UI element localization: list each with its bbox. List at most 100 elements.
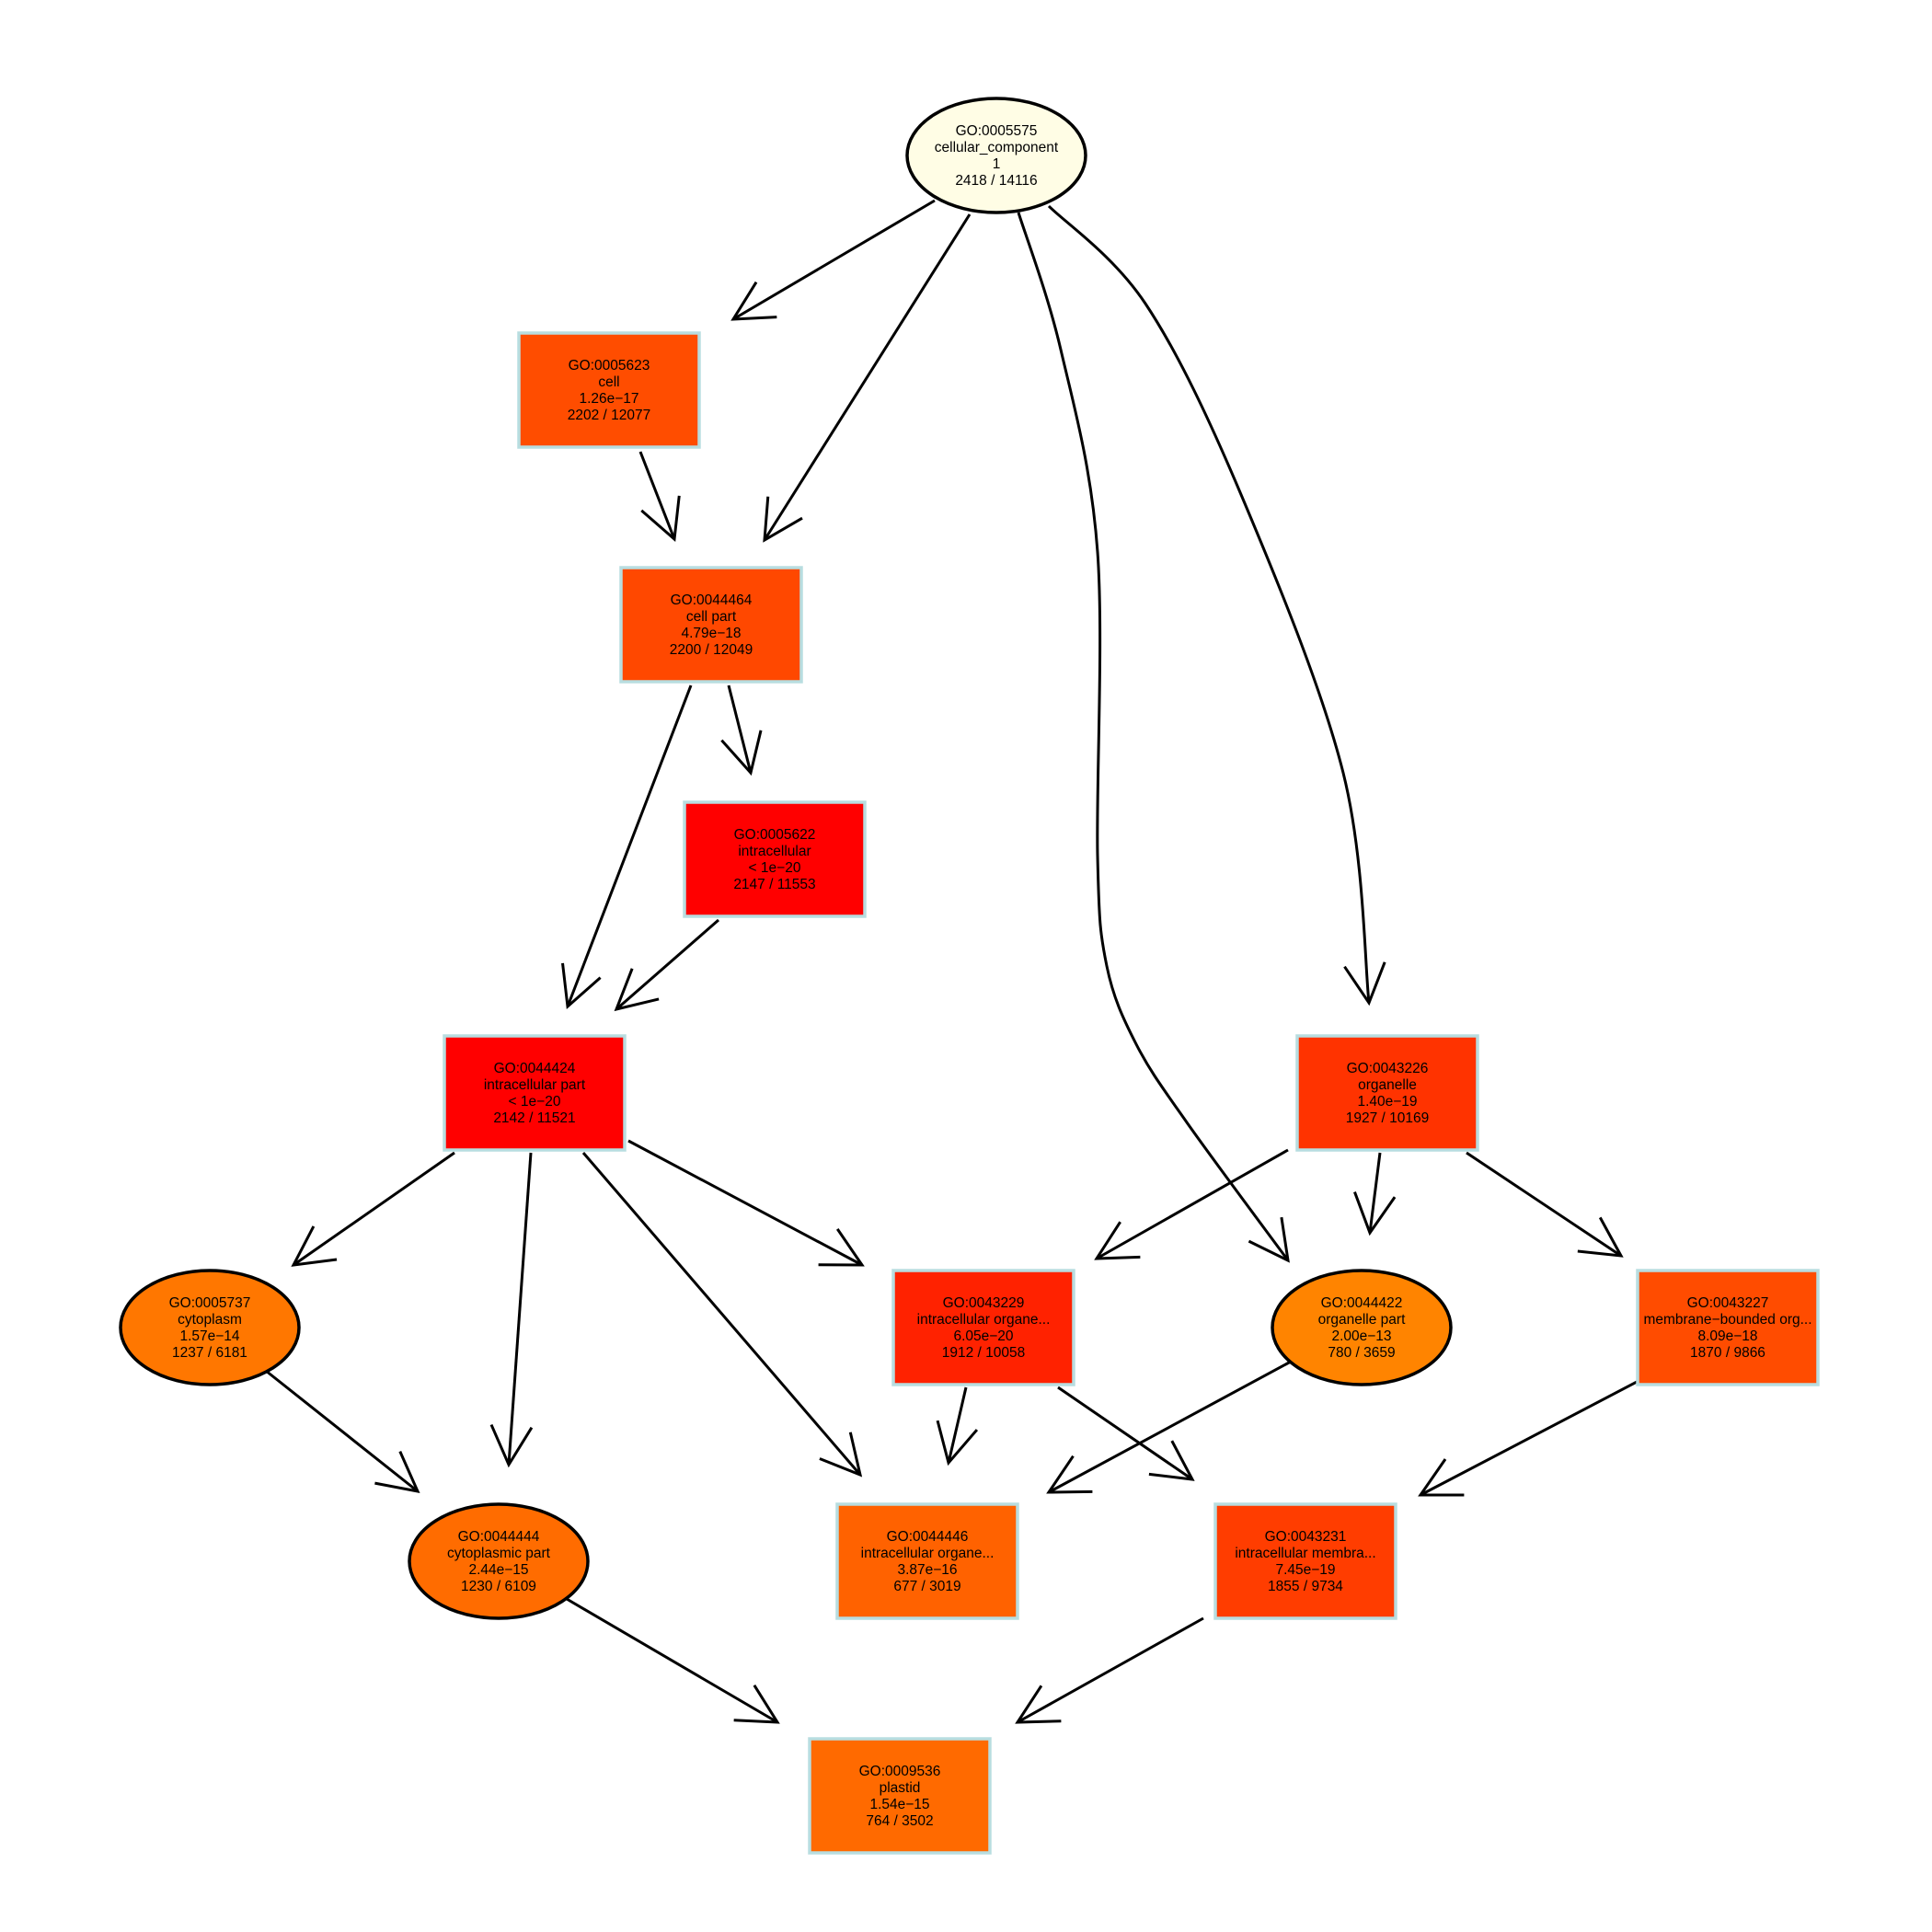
node-gene-counts: 1855 / 9734 — [1268, 1579, 1343, 1594]
node-box — [683, 800, 867, 918]
node-p-value: 1.40e−19 — [1357, 1094, 1417, 1110]
node-box — [808, 1737, 992, 1855]
arrowhead — [1343, 961, 1386, 1006]
edge-GO0044464-to-GO0005622 — [720, 684, 763, 776]
edge-line — [732, 199, 936, 321]
node-box — [1636, 1269, 1820, 1386]
node-term-name: cytoplasmic part — [447, 1546, 551, 1561]
arrowhead — [730, 281, 777, 321]
node-term-name: cytoplasm — [178, 1312, 242, 1328]
node-gene-counts: 2418 / 14116 — [955, 173, 1037, 189]
node-go-id: GO:0044424 — [494, 1061, 576, 1076]
edge-GO0043226-to-GO0043229 — [1094, 1148, 1289, 1260]
node-box — [835, 1502, 1019, 1620]
node-go-id: GO:0044422 — [1321, 1295, 1403, 1311]
node-gene-counts: 1870 / 9866 — [1690, 1345, 1765, 1361]
node-p-value: 1.54e−15 — [869, 1797, 929, 1812]
edge-GO0044424-to-GO0043229 — [627, 1139, 865, 1267]
edge-GO0044464-to-GO0044424 — [561, 684, 693, 1010]
edge-line — [638, 451, 676, 540]
node-gene-counts: 2147 / 11553 — [733, 877, 815, 892]
edge-GO0005623-to-GO0044464 — [638, 451, 681, 543]
edge-GO0043226-to-GO0043227 — [1466, 1151, 1624, 1258]
node-go-id: GO:0043227 — [1687, 1295, 1769, 1311]
edge-line — [1096, 1148, 1289, 1260]
edge-line — [947, 1386, 968, 1464]
edge-GO0005575-to-GO0044422 — [1017, 212, 1290, 1263]
edge-GO0005575-to-GO0044464 — [763, 213, 972, 543]
arrowhead — [1577, 1216, 1624, 1258]
edge-GO0044444-to-GO0009536 — [566, 1597, 780, 1724]
edge-GO0005575-to-GO0005623 — [730, 199, 936, 321]
node-p-value: 1.57e−14 — [179, 1328, 239, 1344]
edge-line — [1048, 1360, 1292, 1494]
node-go-id: GO:0005623 — [569, 358, 650, 374]
edge-line — [1057, 1386, 1193, 1481]
node-term-name: intracellular part — [484, 1077, 586, 1093]
arrowhead — [561, 962, 602, 1010]
node-go-id: GO:0043226 — [1347, 1061, 1429, 1076]
arrowhead — [1418, 1458, 1465, 1497]
node-p-value: 1.26e−17 — [579, 391, 638, 407]
node-term-name: plastid — [880, 1780, 921, 1796]
node-gene-counts: 780 / 3659 — [1328, 1345, 1395, 1361]
edge-line — [566, 684, 693, 1007]
node-gene-counts: 1927 / 10169 — [1346, 1110, 1430, 1126]
node-gene-counts: 1230 / 6109 — [461, 1579, 536, 1594]
node-term-name: cell part — [686, 609, 737, 625]
node-go-id: GO:0005575 — [956, 123, 1038, 139]
node-p-value: 3.87e−16 — [897, 1562, 957, 1578]
edge-GO0044422-to-GO0044446 — [1046, 1360, 1292, 1494]
node-term-name: intracellular — [738, 844, 811, 859]
arrowhead — [374, 1451, 420, 1494]
node-p-value: 4.79e−18 — [681, 626, 741, 641]
node-gene-counts: 2142 / 11521 — [493, 1110, 575, 1126]
node-go-id: GO:0043231 — [1265, 1529, 1347, 1545]
node-go-id: GO:0044444 — [458, 1529, 540, 1545]
edge-GO0043231-to-GO0009536 — [1015, 1616, 1204, 1724]
edge-GO0043229-to-GO0043231 — [1057, 1386, 1195, 1481]
node-p-value: 6.05e−20 — [953, 1328, 1013, 1344]
node-gene-counts: 2202 / 12077 — [568, 408, 651, 423]
arrowhead — [489, 1423, 534, 1468]
arrowhead — [640, 495, 681, 543]
edge-line — [627, 1139, 863, 1267]
node-term-name: organelle part — [1318, 1312, 1406, 1328]
node-term-name: intracellular membra... — [1235, 1546, 1375, 1561]
edge-line — [727, 684, 753, 774]
edge-line — [615, 918, 719, 1011]
node-ellipse — [408, 1502, 590, 1620]
edge-line — [1017, 1616, 1204, 1724]
node-box — [1295, 1034, 1479, 1152]
edge-GO0044424-to-GO0044444 — [489, 1152, 534, 1468]
node-box — [1213, 1502, 1397, 1620]
node-p-value: < 1e−20 — [749, 860, 801, 876]
node-gene-counts: 764 / 3502 — [866, 1813, 933, 1829]
node-gene-counts: 677 / 3019 — [893, 1579, 960, 1594]
arrowhead — [1353, 1191, 1397, 1236]
arrowhead — [720, 730, 763, 776]
node-p-value: < 1e−20 — [509, 1094, 561, 1110]
edge-line — [265, 1369, 419, 1493]
node-p-value: 1 — [993, 156, 1001, 172]
edge-line — [1047, 204, 1371, 1004]
edge-GO0043226-to-GO0044422 — [1353, 1152, 1397, 1236]
edge-GO0005575-to-GO0043226 — [1047, 204, 1386, 1006]
node-ellipse — [119, 1269, 301, 1386]
